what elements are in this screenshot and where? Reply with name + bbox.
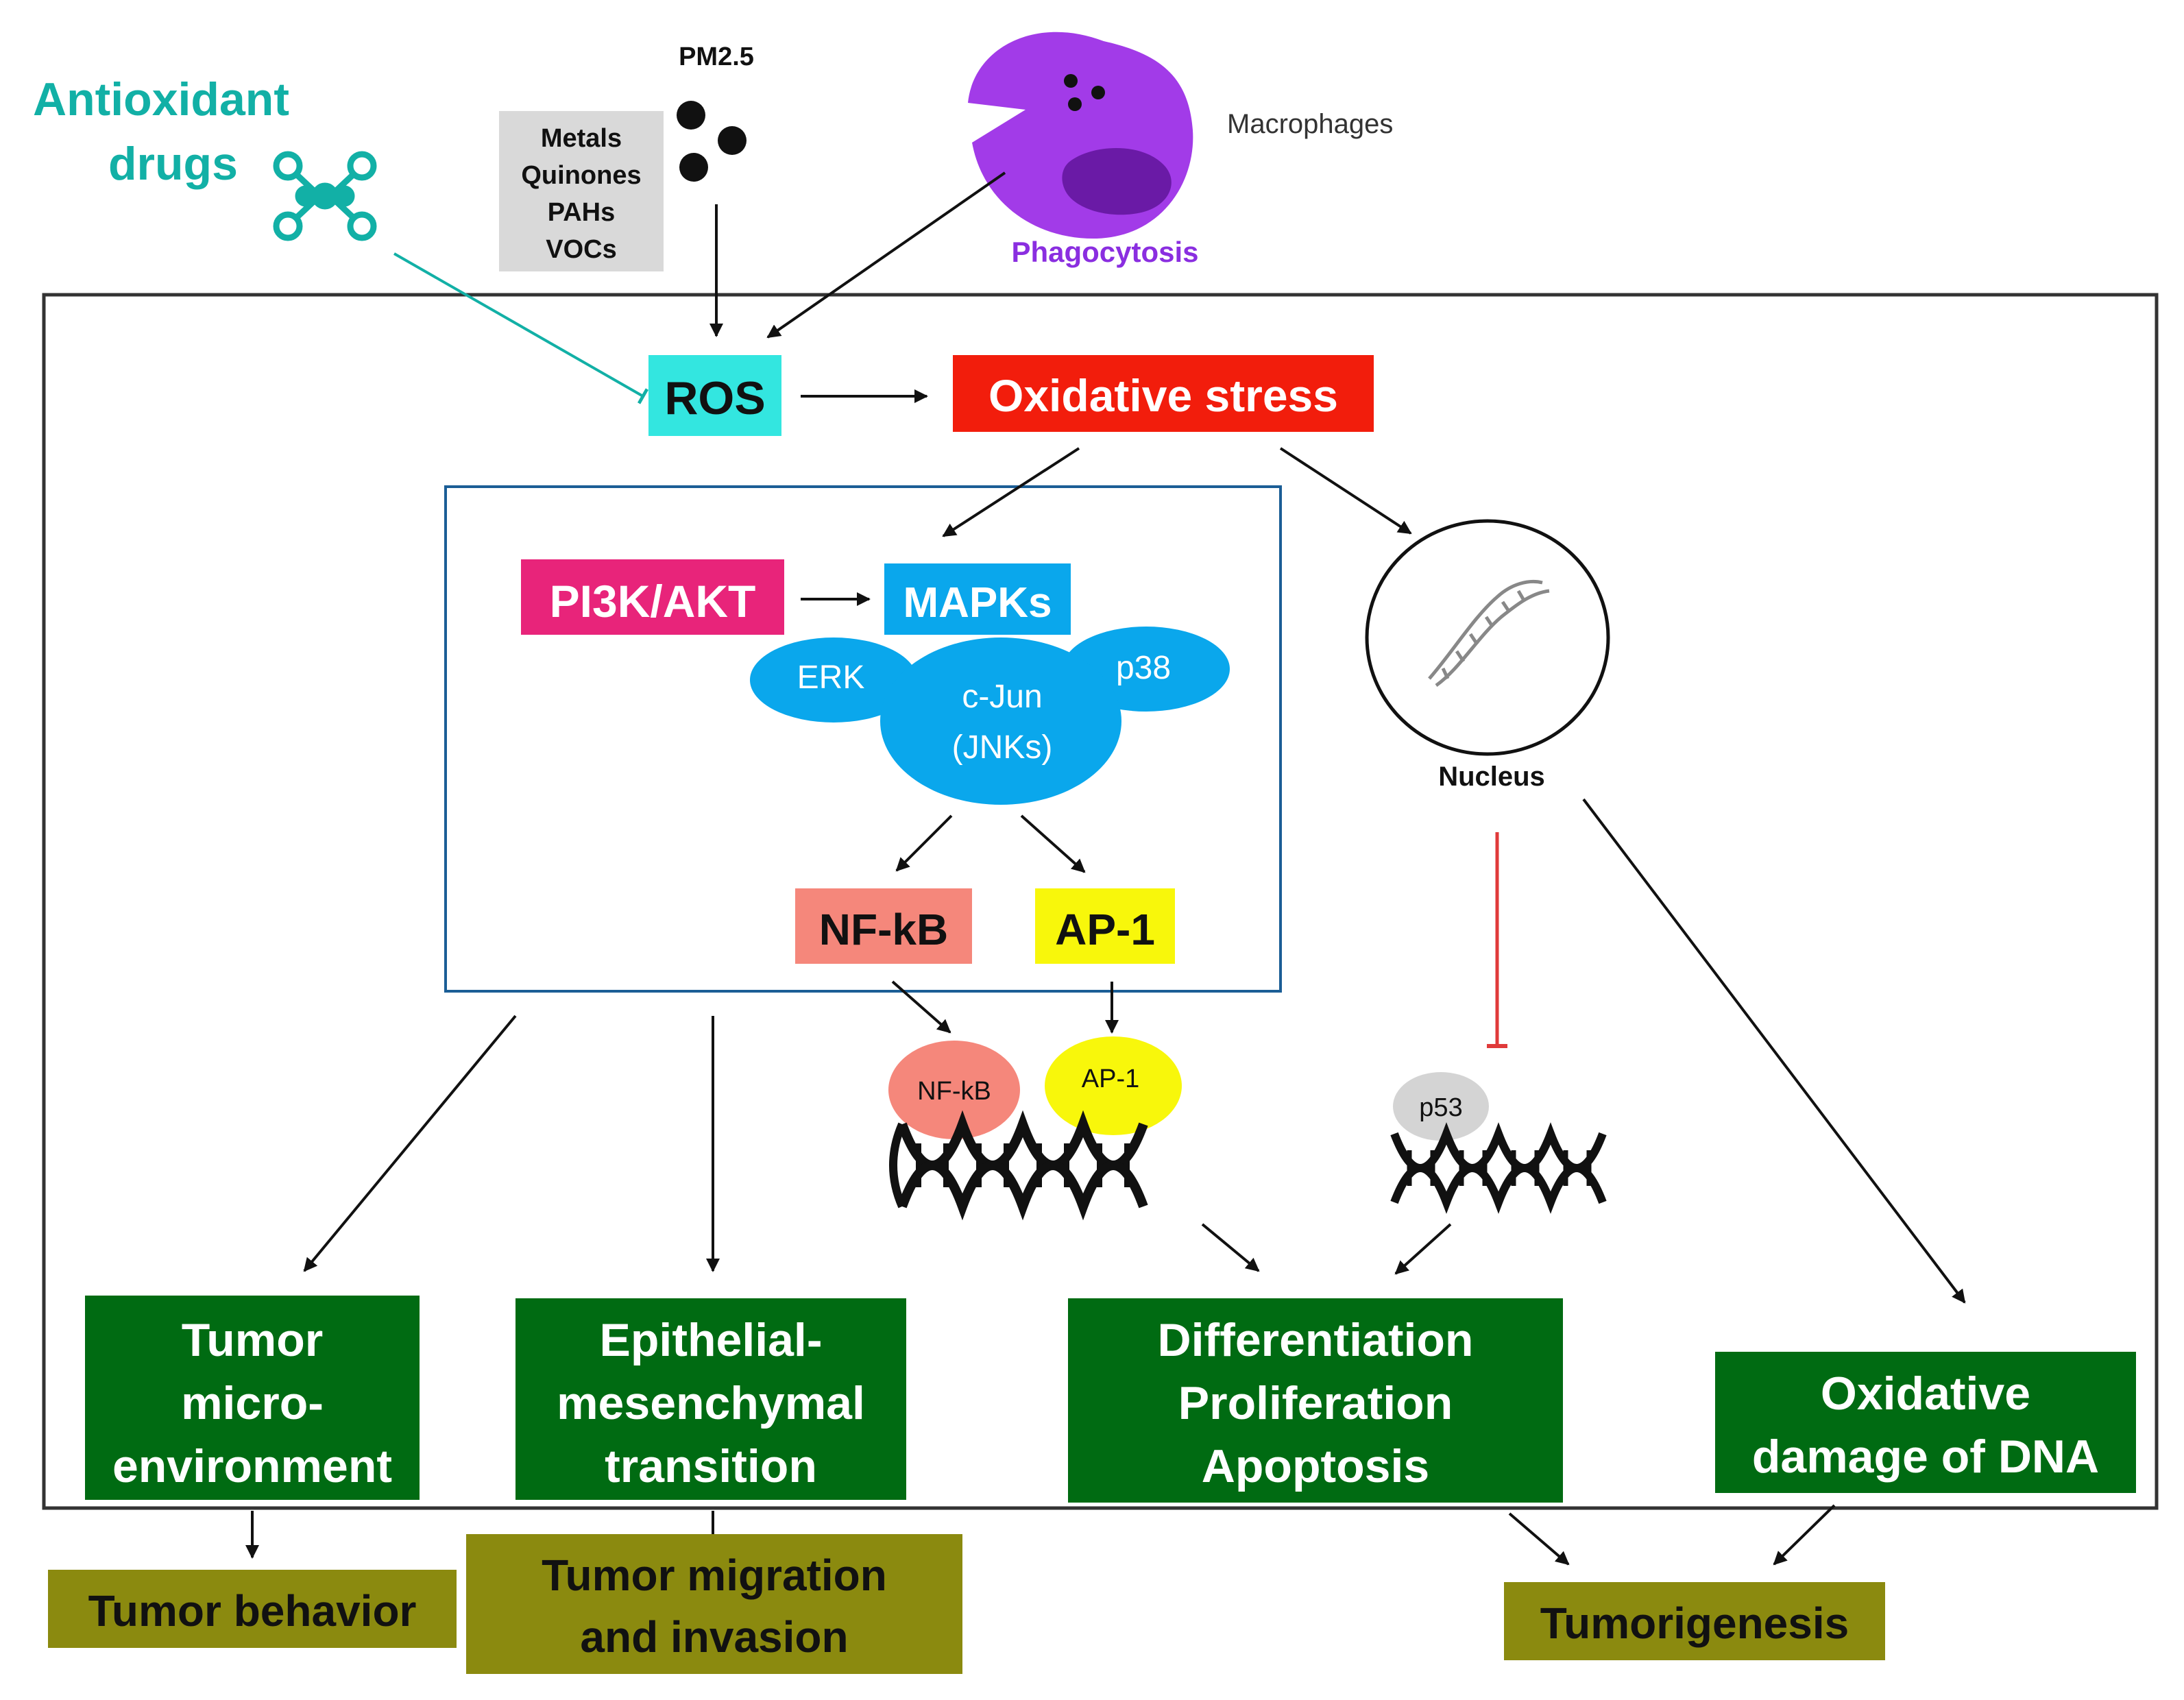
tumor-migration-line2: and invasion [580,1612,848,1662]
nfkb-bound-node [888,1041,1020,1139]
oxidative-dna-damage-box [1715,1352,2136,1493]
stress-to-nucleus-arrow [1279,447,1412,535]
jnk-to-nfkb-arrow [895,814,953,872]
p53-dna-rungs [1407,1150,1592,1186]
nfkb-label: NF-kB [819,905,948,954]
antioxidant-inhibits-ros [393,252,649,404]
tumor-microenvironment-line2: micro- [181,1377,324,1429]
phagocytosis-label: Phagocytosis [1011,236,1198,268]
emt-line1: Epithelial- [600,1314,823,1366]
emt-line2: mesenchymal [557,1377,865,1429]
proliferation-label: Proliferation [1178,1377,1453,1429]
pm25-particles-icon [677,101,747,182]
oxidative-dna-damage-line2: damage of DNA [1752,1431,2099,1483]
tumor-behavior-label: Tumor behavior [88,1586,417,1636]
ap1-label: AP-1 [1055,905,1155,954]
ros-label: ROS [664,372,765,424]
dna-damage-to-tumorigenesis-arrow [1773,1504,1836,1566]
oxidative-stress-label: Oxidative stress [988,370,1338,421]
pi3k-akt-box [521,559,784,635]
pollutant-quinones: Quinones [521,161,641,190]
macrophages-label: Macrophages [1227,109,1393,139]
diff-prolif-apoptosis-box [1068,1298,1563,1503]
tumor-behavior-box [48,1570,457,1648]
tumor-migration-box [466,1534,962,1674]
pollutants-box [499,111,664,271]
cell-boundary [42,293,2159,1510]
tumorigenesis-box [1504,1582,1885,1660]
p53-to-diff-arrow [1394,1223,1452,1275]
ap1-bound-label: AP-1 [1082,1065,1139,1093]
antioxidant-label-line2: drugs [108,138,238,190]
pm25-label: PM2.5 [679,42,754,71]
p53-node [1393,1072,1489,1141]
emt-line3: transition [605,1440,817,1492]
ap1-bound-node [1045,1036,1182,1135]
dna-double-helix-icon [889,1110,1148,1221]
jnk-to-ap1-arrow [1020,814,1086,873]
signaling-to-microenvironment-arrow [303,1015,517,1272]
tumor-microenvironment-line3: environment [112,1440,392,1492]
erk-node [750,638,917,722]
tumor-microenvironment-box [85,1296,420,1500]
pollutant-pahs: PAHs [548,198,616,227]
nucleus-circle [1365,519,1610,756]
oxidative-dna-damage-line1: Oxidative [1821,1368,2030,1420]
antioxidant-label-line1: Antioxidant [33,73,289,125]
erk-label: ERK [797,659,865,696]
cjun-label-line2: (JNKs) [952,729,1053,766]
signaling-box [444,485,1282,993]
stress-to-signaling-arrow [942,447,1080,537]
p38-label: p38 [1116,650,1171,686]
dna-to-diff-arrow [1201,1223,1260,1272]
antioxidant-molecule-icon [273,151,377,241]
pollutant-vocs: VOCs [546,235,616,264]
p53-dna-helix-icon [1390,1122,1607,1214]
nucleus-to-dna-damage-arrow [1582,798,1966,1304]
apoptosis-label: Apoptosis [1202,1440,1429,1492]
cjun-node [880,638,1121,805]
diff-to-tumorigenesis-arrow [1508,1512,1570,1566]
emt-box [515,1298,906,1500]
differentiation-label: Differentiation [1158,1314,1474,1366]
ros-box [648,355,781,436]
pi3k-akt-label: PI3K/AKT [550,576,756,627]
mapks-box [884,563,1071,635]
nucleus-label: Nucleus [1438,762,1545,792]
ap1-box [1035,888,1175,964]
tumorigenesis-label: Tumorigenesis [1540,1599,1849,1648]
macrophage-icon [968,32,1193,239]
cjun-label-line1: c-Jun [962,679,1042,715]
dna-rungs [916,1143,1130,1187]
nfkb-bound-label: NF-kB [917,1077,991,1106]
macrophage-to-ros-arrow [766,171,1006,339]
nfkb-to-dna-arrow [891,980,951,1034]
pollutant-metals: Metals [541,124,622,153]
nfkb-box [795,888,972,964]
dna-helix-icon [1428,579,1550,688]
mapks-label: MAPKs [903,579,1052,627]
oxidative-stress-box [953,355,1374,432]
tumor-microenvironment-line1: Tumor [182,1314,324,1366]
tumor-migration-line1: Tumor migration [542,1551,887,1600]
p53-label: p53 [1419,1093,1462,1122]
